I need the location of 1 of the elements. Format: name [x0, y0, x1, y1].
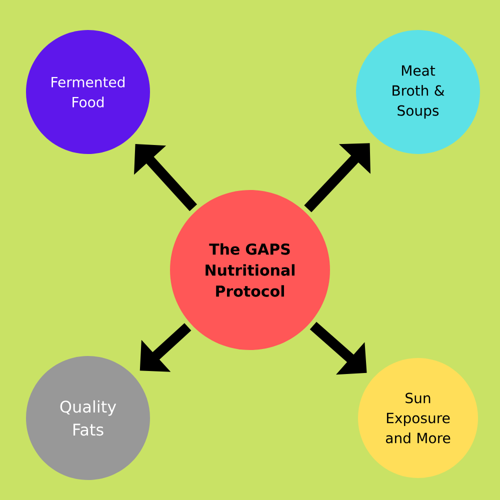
- arrow: [304, 143, 370, 212]
